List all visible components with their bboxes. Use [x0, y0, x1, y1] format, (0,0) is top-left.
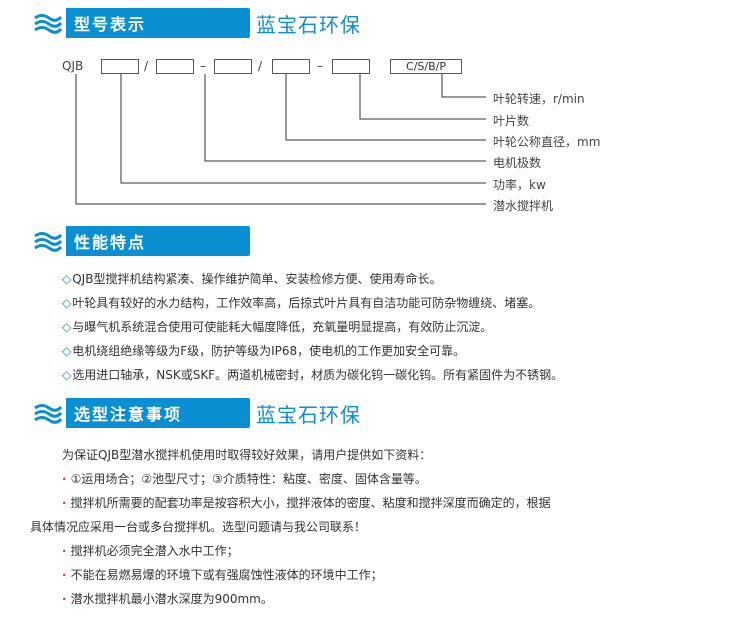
legend-power: 功率，kw [493, 178, 546, 192]
code-box-power [101, 59, 139, 74]
section-title: 性能特点 [74, 233, 147, 252]
section-header-selection: 选型注意事项 蓝宝石环保 [30, 398, 361, 428]
wave-logo-icon [30, 8, 66, 38]
diamond-icon: ◇ [62, 344, 72, 358]
code-box-blades [272, 59, 310, 74]
legend-mixer: 潜水搅拌机 [493, 199, 554, 213]
legend-poles: 电机极数 [493, 156, 542, 170]
diamond-icon: ◇ [62, 272, 72, 286]
selection-note: ·搅拌机必须完全潜入水中工作； [62, 544, 239, 558]
dot-icon: · [62, 544, 67, 558]
section-header-model: 型号表示 蓝宝石环保 [30, 8, 361, 38]
selection-note-continued: 具体情况应采用一台或多台搅拌机。选型问题请与我公司联系！ [30, 520, 367, 534]
legend-diameter: 叶轮公称直径，mm [493, 135, 601, 149]
feature-item: ◇电机绕组绝缘等级为F级，防护等级为IP68，使电机的工作更加安全可靠。 [62, 344, 466, 358]
wave-logo-icon [30, 226, 66, 256]
code-sep: – [317, 59, 323, 73]
feature-item: ◇QJB型搅拌机结构紧凑、操作维护简单、安装检修方便、使用寿命长。 [62, 272, 442, 286]
dot-icon: · [62, 592, 67, 606]
selection-note: ·①运用场合；②池型尺寸；③介质特性：粘度、密度、固体含量等。 [62, 472, 427, 486]
section-badge: 型号表示 [30, 8, 250, 38]
diamond-icon: ◇ [62, 368, 72, 382]
selection-note: ·潜水搅拌机最小潜水深度为900mm。 [62, 592, 273, 606]
diamond-icon: ◇ [62, 296, 72, 310]
code-box-speed [332, 59, 370, 74]
model-prefix: QJB [62, 59, 84, 73]
diamond-icon: ◇ [62, 320, 72, 334]
brand-name: 蓝宝石环保 [256, 12, 361, 37]
dot-icon: · [62, 496, 67, 510]
brand-name: 蓝宝石环保 [256, 402, 361, 427]
code-box-diameter [214, 59, 252, 74]
section-header-features: 性能特点 [30, 226, 250, 256]
feature-item: ◇选用进口轴承，NSK或SKF。两道机械密封，材质为碳化钨一碳化钨。所有紧固件为… [62, 368, 564, 382]
feature-item: ◇叶轮具有较好的水力结构，工作效率高，后掠式叶片具有自洁功能可防杂物缠绕、堵塞。 [62, 296, 541, 310]
section-title: 选型注意事项 [74, 405, 183, 424]
wave-logo-icon [30, 398, 66, 428]
section-title: 型号表示 [74, 15, 147, 34]
dot-icon: · [62, 568, 67, 582]
selection-note: ·搅拌机所需要的配套功率是按容积大小，搅拌液体的密度、粘度和搅拌深度而确定的，根… [62, 496, 551, 510]
code-sep: / [258, 59, 263, 73]
legend-blades: 叶片数 [493, 114, 530, 128]
selection-intro: 为保证QJB型潜水搅拌机使用时取得较好效果，请用户提供如下资料： [62, 448, 432, 462]
section-badge: 选型注意事项 [30, 398, 250, 428]
legend-speed: 叶轮转速，r/min [493, 92, 585, 106]
code-sep: – [200, 59, 206, 73]
selection-note: ·不能在易燃易爆的环境下或有强腐蚀性液体的环境中工作； [62, 568, 383, 582]
code-box-poles [156, 59, 194, 74]
dot-icon: · [62, 472, 67, 486]
section-badge: 性能特点 [30, 226, 250, 256]
code-sep: / [144, 59, 149, 73]
feature-item: ◇与曝气机系统混合使用可使能耗大幅度降低，充氧量明显提高，有效防止沉淀。 [62, 320, 493, 334]
code-box-type: C/S/B/P [390, 59, 462, 74]
